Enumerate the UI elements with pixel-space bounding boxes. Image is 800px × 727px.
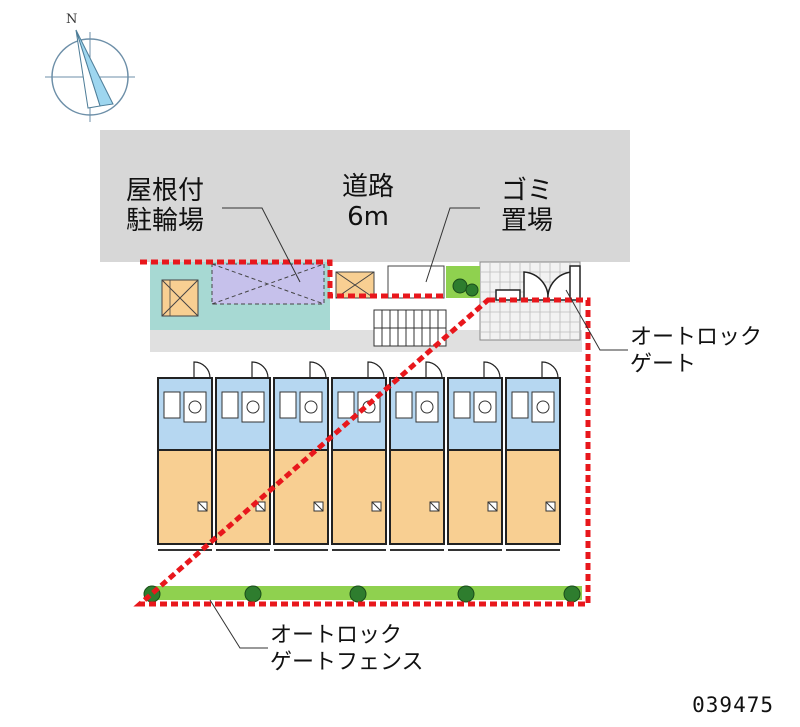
autolock-fence-line2: ゲートフェンス (270, 650, 424, 675)
unit-bath-icon (357, 391, 381, 423)
tree-icon (563, 585, 581, 603)
unit-door-icon (309, 361, 327, 379)
unit-closet-mark (371, 501, 382, 512)
garbage-area (387, 265, 445, 299)
north-label: N (66, 12, 77, 27)
unit-room (389, 449, 445, 545)
unit-door-icon (425, 361, 443, 379)
autolock-fence-leader (209, 599, 268, 649)
road-area (100, 130, 630, 262)
unit-room (273, 449, 329, 545)
autolock-gate-leader (565, 289, 628, 351)
autolock-gate-line1: オートロック (630, 325, 763, 350)
site-boundary (133, 259, 591, 607)
unit-closet-mark (429, 501, 440, 512)
unit-closet-mark (545, 501, 556, 512)
unit-closet-mark (197, 501, 208, 512)
unit-kitchen-icon (453, 391, 471, 419)
garbage-line1: ゴミ (500, 176, 553, 206)
unit-toilet-icon (188, 400, 202, 414)
unit-bath-icon (183, 391, 207, 423)
road-line1: 道路 (341, 172, 394, 202)
unit-kitchen-icon (337, 391, 355, 419)
compass-icon (45, 29, 135, 122)
unit-door-icon (483, 361, 501, 379)
tree-icon (244, 585, 262, 603)
autolock-gate-line2: ゲート (630, 352, 697, 377)
unit-toilet-icon (478, 400, 492, 414)
unit-room (505, 449, 561, 545)
unit-closet-mark (313, 501, 324, 512)
unit-room (157, 449, 213, 545)
unit-closet-mark (487, 501, 498, 512)
bike-parking-line2: 駐輪場 (125, 206, 204, 236)
unit-room (331, 449, 387, 545)
unit-door-icon (193, 361, 211, 379)
shrub-icon (465, 283, 479, 297)
unit-kitchen-icon (395, 391, 413, 419)
unit-bath-icon (299, 391, 323, 423)
unit-kitchen-icon (221, 391, 239, 419)
unit-bath-icon (473, 391, 497, 423)
road-label: 道路 6m (318, 172, 418, 232)
unit-door-icon (541, 361, 559, 379)
autolock-fence-label: オートロック ゲートフェンス (270, 622, 424, 676)
corridor-main (150, 330, 582, 352)
reference-number: 039475 (692, 693, 774, 717)
unit-kitchen-icon (511, 391, 529, 419)
bike-parking-label: 屋根付 駐輪場 (106, 176, 224, 236)
stairs (373, 309, 447, 347)
garbage-line2: 置場 (500, 206, 553, 236)
garbage-label: ゴミ 置場 (482, 176, 572, 236)
shrub-icon (452, 278, 468, 294)
unit-toilet-icon (246, 400, 260, 414)
unit-bath-icon (241, 391, 265, 423)
unit-door-icon (367, 361, 385, 379)
unit-toilet-icon (536, 400, 550, 414)
apartment-block (157, 361, 561, 551)
trees (143, 585, 581, 603)
unit-toilet-icon (304, 400, 318, 414)
autolock-fence-line1: オートロック (270, 623, 403, 648)
tree-icon (457, 585, 475, 603)
unit-room (447, 449, 503, 545)
bike-parking-leader (222, 207, 301, 283)
unit-kitchen-icon (279, 391, 297, 419)
unit-bath-icon (531, 391, 555, 423)
autolock-gate-doors (495, 265, 581, 301)
unit-bath-icon (415, 391, 439, 423)
tree-icon (349, 585, 367, 603)
garbage-leader (425, 207, 480, 283)
storage-box-left (161, 279, 199, 317)
bike-parking-line1: 屋根付 (125, 176, 204, 206)
unit-kitchen-icon (163, 391, 181, 419)
road-line2: 6m (347, 202, 389, 232)
unit-door-icon (251, 361, 269, 379)
unit-toilet-icon (420, 400, 434, 414)
autolock-gate-label: オートロック ゲート (630, 324, 762, 378)
